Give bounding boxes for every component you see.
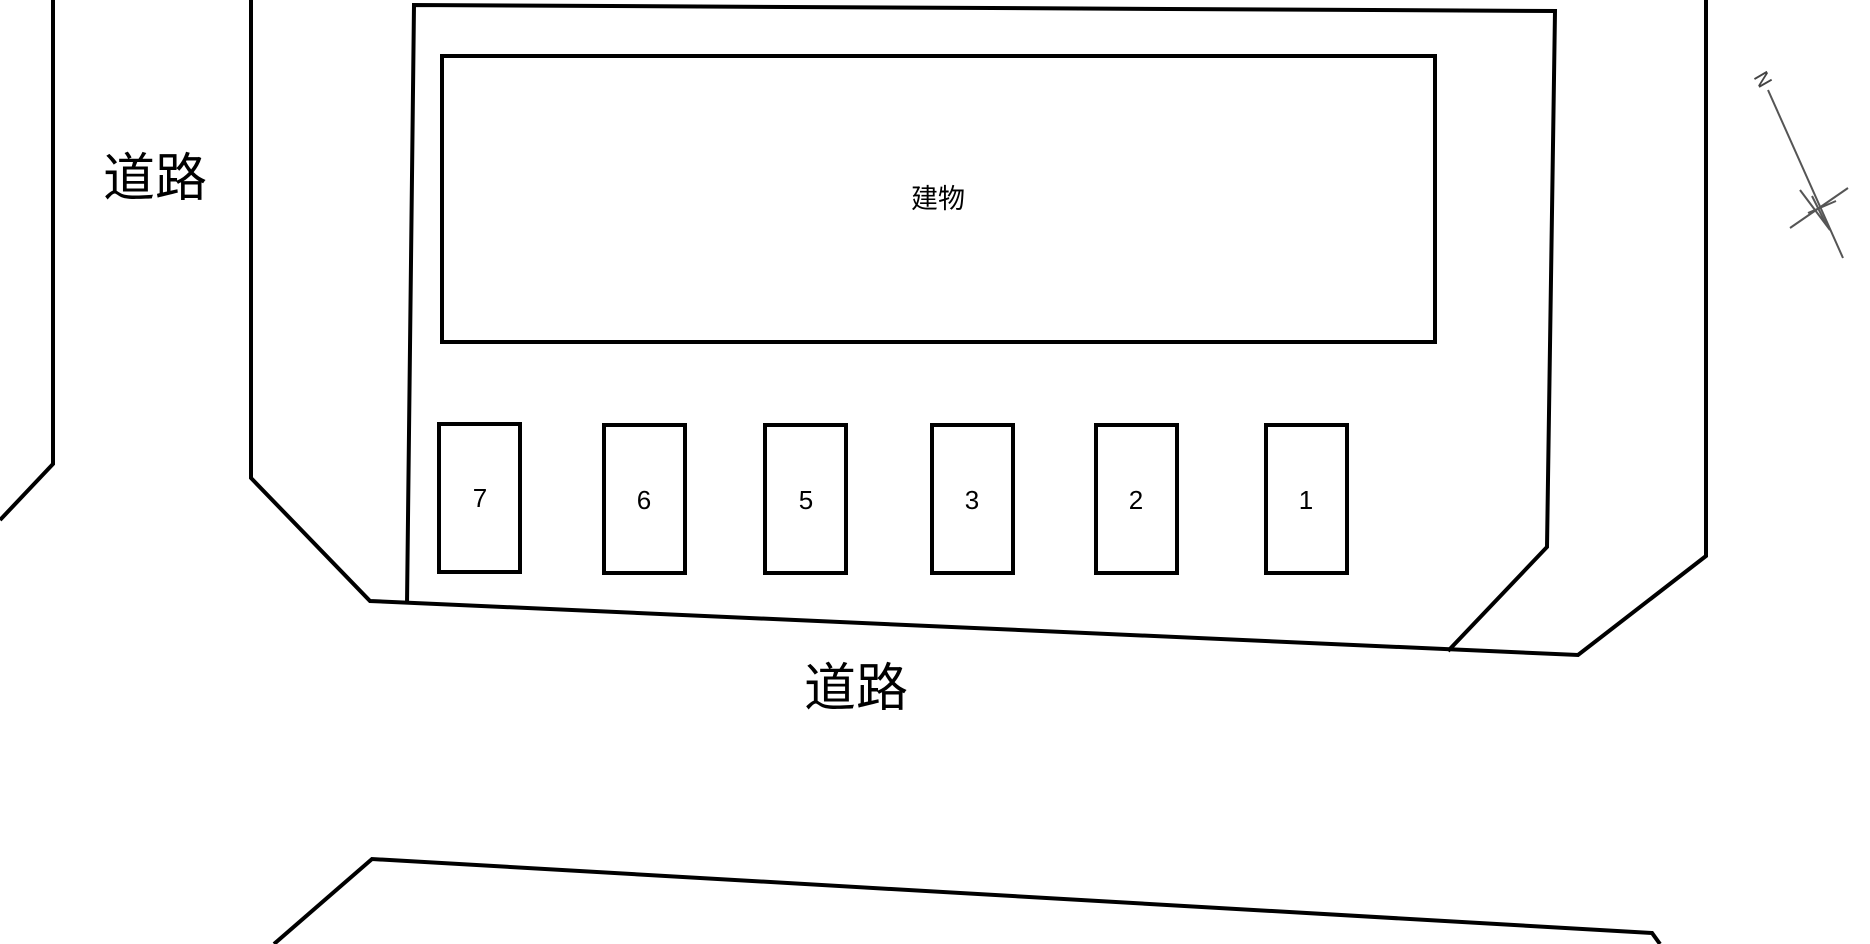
parking-space-5: 5 (763, 423, 848, 575)
parking-space-7: 7 (437, 422, 522, 574)
parking-space-box (437, 422, 522, 574)
parking-space-box (1264, 423, 1349, 575)
parking-space-3: 3 (930, 423, 1015, 575)
building-label: 建物 (911, 184, 965, 215)
parking-space-number: 2 (1129, 485, 1143, 515)
parking-space-number: 7 (473, 483, 487, 513)
parking-space-box (602, 423, 687, 575)
road-label-bottom: 道路 (804, 659, 908, 719)
parking-space-6: 6 (602, 423, 687, 575)
road-label-left: 道路 (103, 149, 207, 209)
parking-space-box (763, 423, 848, 575)
parking-space-2: 2 (1094, 423, 1179, 575)
parking-space-box (930, 423, 1015, 575)
parking-space-number: 6 (637, 485, 651, 515)
compass-north-letter: N (1749, 67, 1777, 92)
parking-space-number: 5 (799, 485, 813, 515)
lot-boundary (405, 2, 1558, 653)
building (440, 54, 1437, 344)
north-arrow-icon: N (1749, 67, 1849, 259)
site-boundary (249, 0, 1708, 658)
parking-space-number: 3 (965, 485, 979, 515)
lower-block-outline (272, 856, 1662, 944)
parking-space-1: 1 (1264, 423, 1349, 575)
parking-space-number: 1 (1299, 485, 1313, 515)
parking-space-box (1094, 423, 1179, 575)
left-block-outline (0, 0, 55, 522)
